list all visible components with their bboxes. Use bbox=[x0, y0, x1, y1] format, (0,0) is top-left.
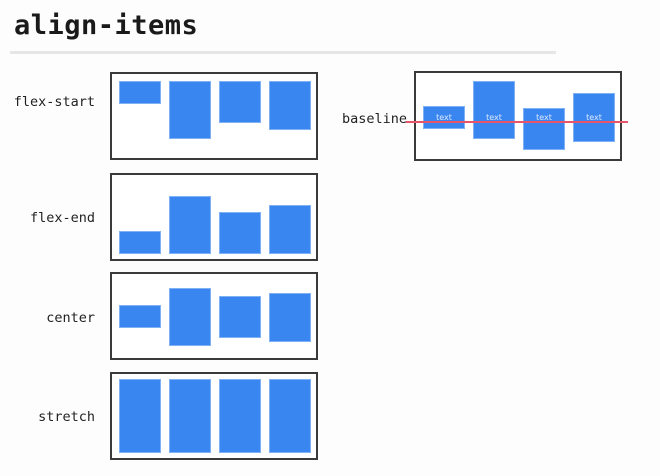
flex-item bbox=[269, 379, 311, 453]
flex-item bbox=[219, 379, 261, 453]
flex-item bbox=[169, 288, 211, 346]
flex-item bbox=[219, 212, 261, 254]
demo-flex-start bbox=[110, 72, 318, 160]
label-baseline: baseline bbox=[341, 111, 407, 127]
flex-item-text: text bbox=[586, 113, 602, 122]
flex-item: text bbox=[573, 93, 615, 142]
flex-item-text: text bbox=[436, 113, 452, 122]
flex-item bbox=[119, 231, 161, 254]
page-title: align-items bbox=[14, 10, 199, 41]
flex-item bbox=[119, 305, 161, 328]
flex-item bbox=[169, 81, 211, 139]
flex-item bbox=[119, 81, 161, 104]
flex-item: text bbox=[473, 81, 515, 139]
flex-item bbox=[169, 196, 211, 254]
demo-baseline: text text text text bbox=[414, 71, 622, 161]
flex-item bbox=[219, 81, 261, 123]
flex-item: text bbox=[423, 106, 465, 129]
title-divider bbox=[10, 51, 556, 54]
flex-item-text: text bbox=[486, 113, 502, 122]
flex-item bbox=[269, 205, 311, 254]
demo-flex-end bbox=[110, 173, 318, 261]
label-flex-end: flex-end bbox=[29, 210, 95, 226]
demo-stretch bbox=[110, 372, 318, 460]
flex-item bbox=[269, 293, 311, 342]
flex-item-text: text bbox=[536, 113, 552, 122]
flex-item bbox=[169, 379, 211, 453]
label-flex-start: flex-start bbox=[13, 94, 95, 110]
demo-center bbox=[110, 272, 318, 360]
label-stretch: stretch bbox=[38, 409, 95, 425]
flex-item: text bbox=[523, 108, 565, 150]
flex-item bbox=[219, 296, 261, 338]
label-center: center bbox=[46, 310, 95, 326]
flex-item bbox=[119, 379, 161, 453]
baseline-indicator-line bbox=[406, 121, 628, 123]
flex-item bbox=[269, 81, 311, 130]
